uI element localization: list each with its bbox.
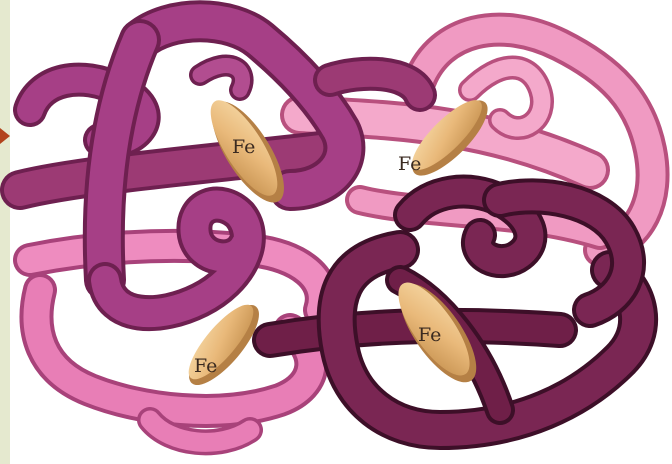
fe-label: Fe <box>398 153 421 175</box>
fe-label: Fe <box>232 136 255 158</box>
fe-label: Fe <box>418 324 441 346</box>
fe-label: Fe <box>194 355 217 377</box>
